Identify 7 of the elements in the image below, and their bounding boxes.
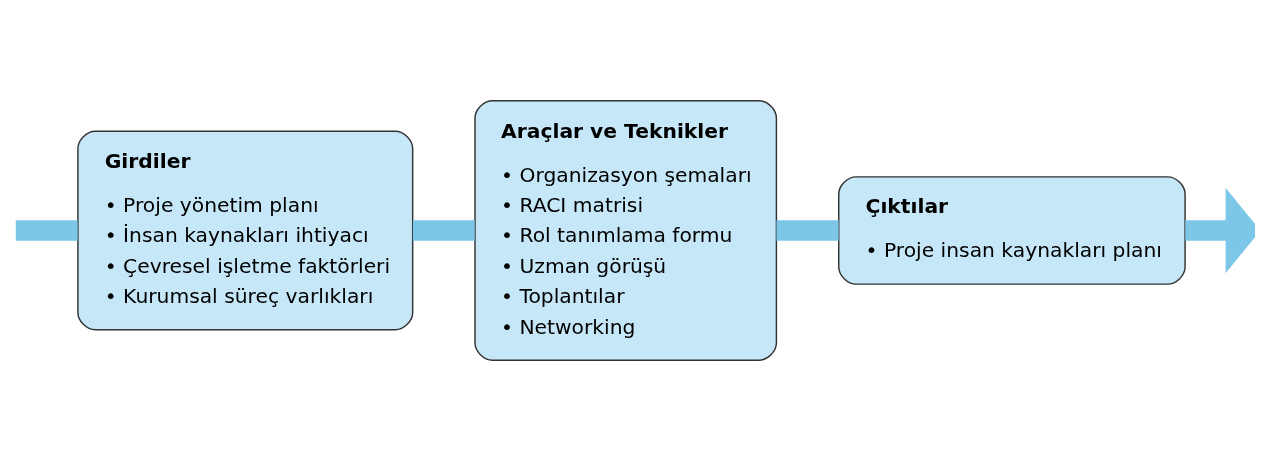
connector: [412, 220, 475, 241]
node-box: Çıktılar • Proje insan kaynakları planı: [838, 176, 1186, 285]
connector: [776, 220, 839, 241]
node-box: Girdiler • Proje yönetim planı • İnsan kaynakları ihtiyacı • Çevresel işletme faktörleri • Kurumsal süreç varlıkları: [77, 130, 414, 331]
node-box: Araçlar ve Teknikler • Organizasyon şemaları • RACI matrisi • Rol tanımlama formu • Uzman görüşü • Toplantılar • Networking: [474, 100, 778, 361]
connector: [15, 220, 78, 241]
arrow: [1185, 187, 1255, 274]
